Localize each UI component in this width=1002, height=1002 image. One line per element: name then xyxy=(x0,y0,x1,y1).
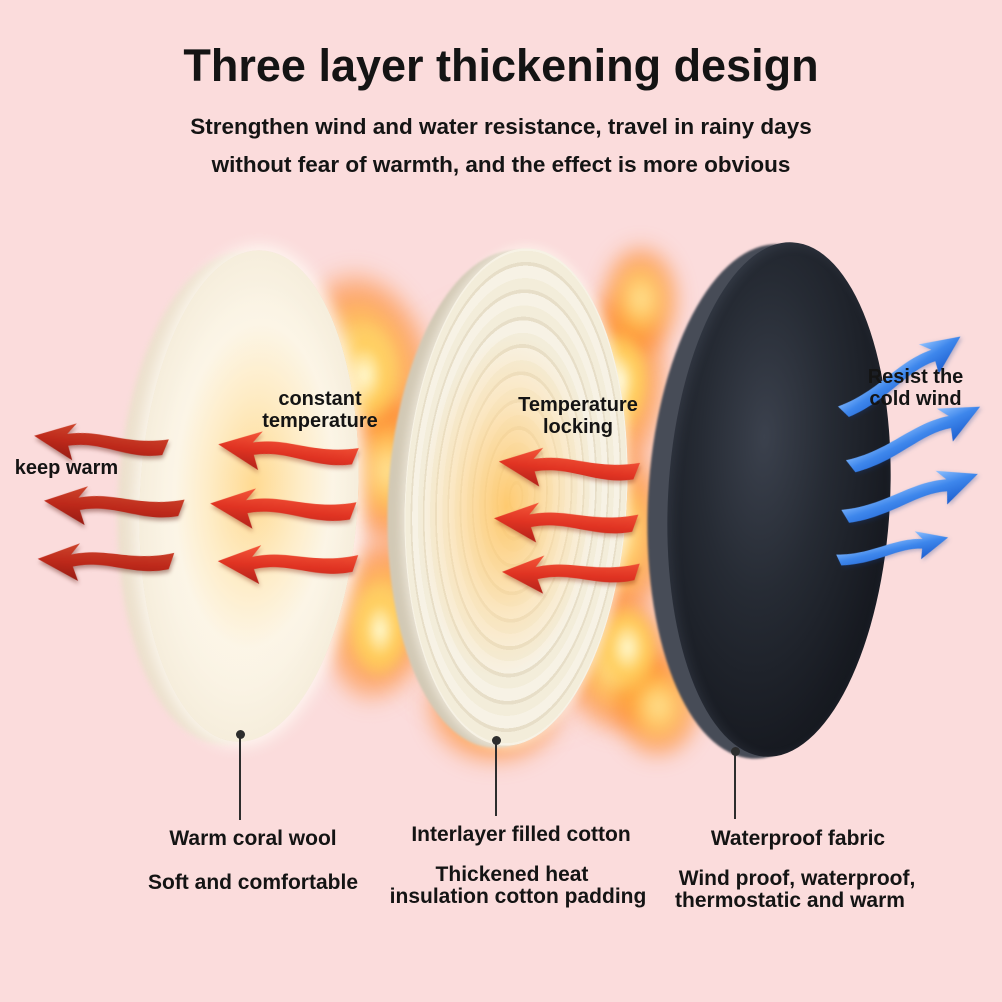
layer-desc-wool: Soft and comfortable xyxy=(147,871,358,894)
leader-dot-shell xyxy=(731,747,740,756)
layer-desc-shell-1: Wind proof, waterproof, xyxy=(678,867,916,890)
annotation-resist-cold-wind: Resist the cold wind xyxy=(838,366,993,410)
layer-name-cotton: Interlayer filled cotton xyxy=(411,823,631,846)
heat-arrow-icon xyxy=(497,552,642,600)
layer-desc-cotton-1: Thickened heat xyxy=(435,863,589,886)
annotation-keep-warm: keep warm xyxy=(14,457,119,479)
annotation-line: constant xyxy=(278,388,362,410)
subtitle-line-2: without fear of warmth, and the effect i… xyxy=(211,152,791,177)
layer-name-wool: Warm coral wool xyxy=(169,827,337,850)
leader-line-wool xyxy=(239,738,241,820)
layer-desc-shell-2: thermostatic and warm xyxy=(675,889,905,912)
annotation-line: locking xyxy=(542,416,613,438)
leader-dot-cotton xyxy=(492,736,501,745)
leader-dot-wool xyxy=(236,730,245,739)
annotation-temperature-locking: Temperature locking xyxy=(498,394,658,438)
annotation-line: temperature xyxy=(262,410,378,432)
annotation-line: Resist the xyxy=(867,366,964,388)
annotation-line: cold wind xyxy=(869,388,962,410)
layer-name-shell: Waterproof fabric xyxy=(710,827,886,850)
leader-line-shell xyxy=(734,755,736,819)
subtitle-line-1: Strengthen wind and water resistance, tr… xyxy=(190,114,812,139)
heat-arrow-icon xyxy=(213,540,361,592)
annotation-line: Temperature xyxy=(518,394,638,416)
layer-desc-cotton-2: insulation cotton padding xyxy=(389,885,647,908)
page-title: Three layer thickening design xyxy=(183,40,819,91)
leader-line-cotton xyxy=(495,744,497,816)
annotation-constant-temperature: constant temperature xyxy=(240,388,400,432)
heat-arrow-icon xyxy=(33,538,177,588)
